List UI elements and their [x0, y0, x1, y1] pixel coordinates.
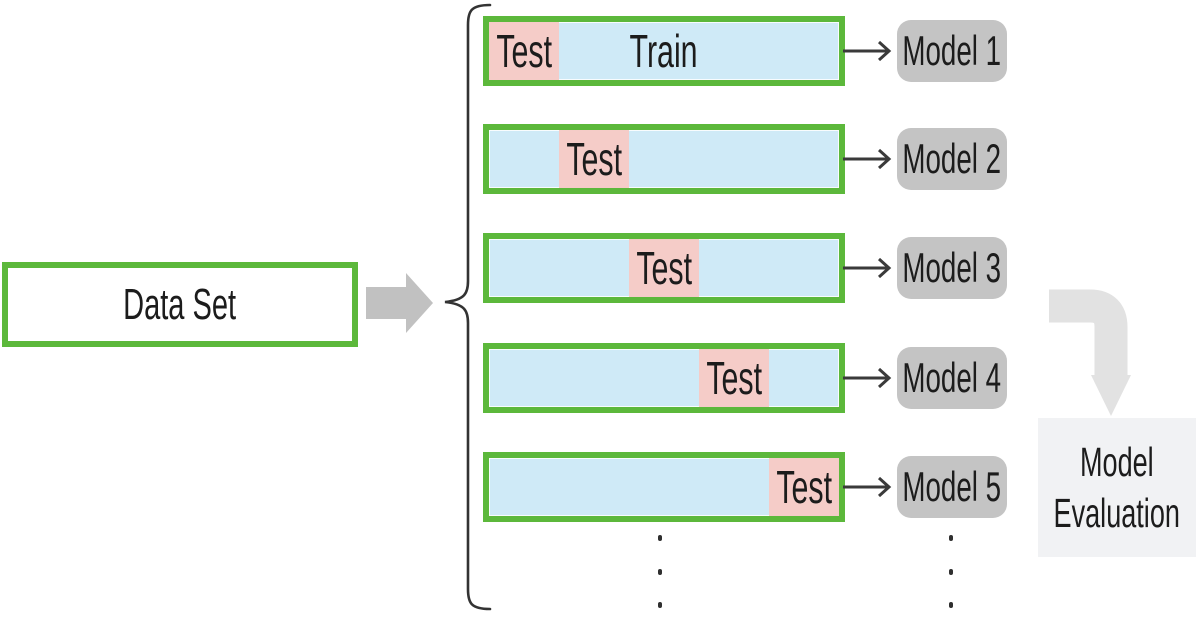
model-box-3: Model 3 [897, 237, 1007, 299]
fold-row-4: Test Model 4 [483, 343, 1011, 413]
evaluation-label-line1: Model [1080, 439, 1154, 486]
model-label: Model 5 [902, 463, 1002, 510]
test-label: Test [706, 352, 762, 404]
test-segment: Test [699, 349, 769, 407]
ellipsis-dot [949, 569, 953, 575]
model-box-5: Model 5 [897, 456, 1007, 518]
model-label: Model 3 [902, 244, 1002, 291]
arrow-to-model-icon [843, 367, 892, 389]
test-segment: Test [769, 458, 839, 516]
split-bar: Test [483, 343, 845, 413]
ellipsis-dot [949, 535, 953, 541]
train-label: Train [629, 25, 699, 77]
model-label: Model 1 [902, 27, 1002, 74]
model-label: Model 2 [902, 135, 1002, 182]
test-segment: Test [629, 239, 699, 297]
model-box-1: Model 1 [897, 20, 1007, 82]
ellipsis-dot [949, 602, 953, 608]
test-label: Test [496, 25, 552, 77]
arrow-to-model-icon [843, 476, 892, 498]
fold-row-3: Test Model 3 [483, 233, 1011, 303]
model-box-2: Model 2 [897, 128, 1007, 190]
block-arrow-right-icon [366, 273, 433, 333]
arrow-to-model-icon [843, 40, 892, 62]
curly-brace-icon [444, 3, 492, 611]
fold-row-2: Test Model 2 [483, 124, 1011, 194]
split-bar: Test [483, 233, 845, 303]
fold-row-1: Test Train Model 1 [483, 16, 1011, 86]
dataset-box: Data Set [2, 262, 358, 347]
ellipsis-dot [658, 602, 662, 608]
test-label: Test [566, 133, 622, 185]
arrow-to-model-icon [843, 257, 892, 279]
split-bar: Test [483, 452, 845, 522]
model-box-4: Model 4 [897, 347, 1007, 409]
dataset-label: Data Set [123, 279, 237, 329]
test-segment: Test [559, 130, 629, 188]
test-label: Test [776, 461, 832, 513]
test-label: Test [636, 242, 692, 294]
evaluation-label-line2: Evaluation [1053, 489, 1181, 536]
test-segment: Test [489, 22, 559, 80]
model-label: Model 4 [902, 354, 1002, 401]
ellipsis-dot [658, 535, 662, 541]
curved-arrow-down-icon [1049, 289, 1131, 416]
model-evaluation-box: Model Evaluation [1038, 418, 1196, 557]
fold-row-5: Test Model 5 [483, 452, 1011, 522]
split-bar: Test [483, 124, 845, 194]
split-bar: Test Train [483, 16, 845, 86]
ellipsis-dot [658, 569, 662, 575]
arrow-to-model-icon [843, 148, 892, 170]
